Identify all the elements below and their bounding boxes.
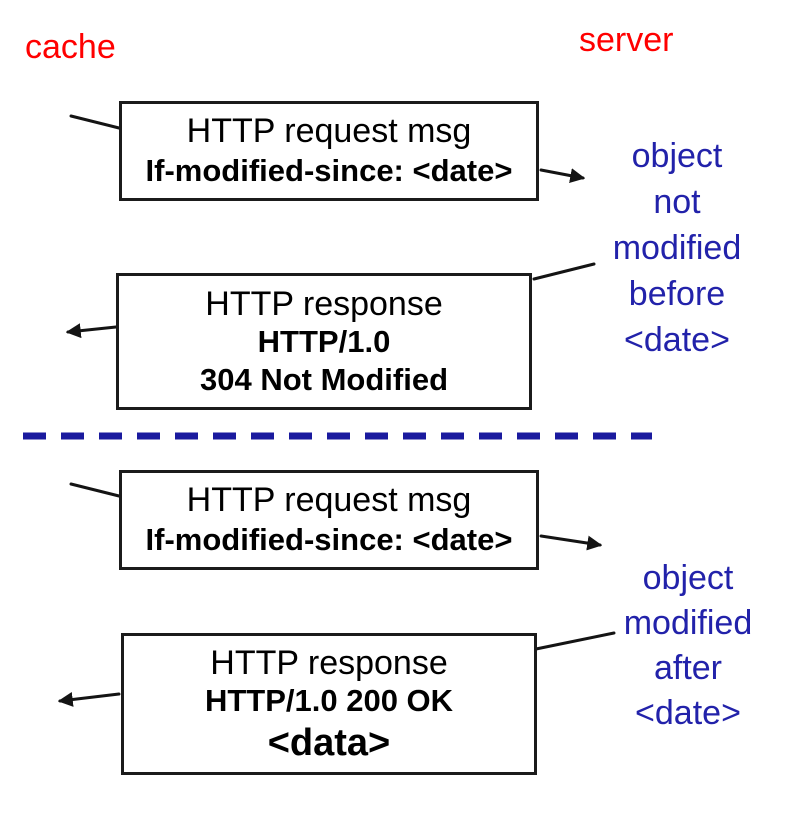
response2-status: HTTP/1.0 200 OK (204, 683, 454, 718)
response1-version: HTTP/1.0 (257, 324, 391, 359)
annotation2-line: modified (623, 604, 753, 642)
response2-line-from-server (534, 631, 616, 651)
annotation1-line: not (653, 183, 701, 221)
annotation2-line: after (653, 649, 723, 687)
request1-title: HTTP request msg (186, 112, 472, 150)
response1-arrow-to-cache (65, 323, 118, 339)
annotation1-line: object (631, 137, 723, 175)
response2-title: HTTP response (210, 644, 448, 682)
annotation1-line: modified (612, 229, 742, 267)
annotation2-line: object (642, 559, 734, 597)
http-request-box-2: HTTP request msg If-modified-since: <dat… (119, 470, 539, 570)
response2-data: <data> (267, 722, 391, 764)
http-request-box-1: HTTP request msg If-modified-since: <dat… (119, 101, 539, 201)
server-actor-label: server (579, 21, 674, 59)
http-response-box-2: HTTP response HTTP/1.0 200 OK <data> (121, 633, 537, 775)
request2-header-field: If-modified-since: <date> (145, 522, 513, 557)
request1-line-from-cache (69, 114, 121, 130)
request1-header-field: If-modified-since: <date> (145, 153, 513, 188)
cache-actor-label: cache (25, 28, 116, 66)
annotation2-line: <date> (635, 694, 741, 732)
http-response-box-1: HTTP response HTTP/1.0 304 Not Modified (116, 273, 532, 410)
response1-status: 304 Not Modified (199, 362, 448, 397)
server-annotation-modified: object modified after <date> (608, 556, 768, 736)
response1-title: HTTP response (205, 285, 443, 323)
request2-title: HTTP request msg (186, 481, 472, 519)
response2-arrow-to-cache (57, 692, 121, 707)
request2-arrow-to-server (539, 534, 603, 551)
request2-line-from-cache (69, 482, 121, 498)
response1-line-from-server (532, 262, 596, 281)
annotation1-line: <date> (624, 321, 730, 359)
server-annotation-not-modified: object not modified before <date> (597, 133, 757, 363)
annotation1-line: before (628, 275, 726, 313)
request1-arrow-to-server (539, 168, 586, 183)
